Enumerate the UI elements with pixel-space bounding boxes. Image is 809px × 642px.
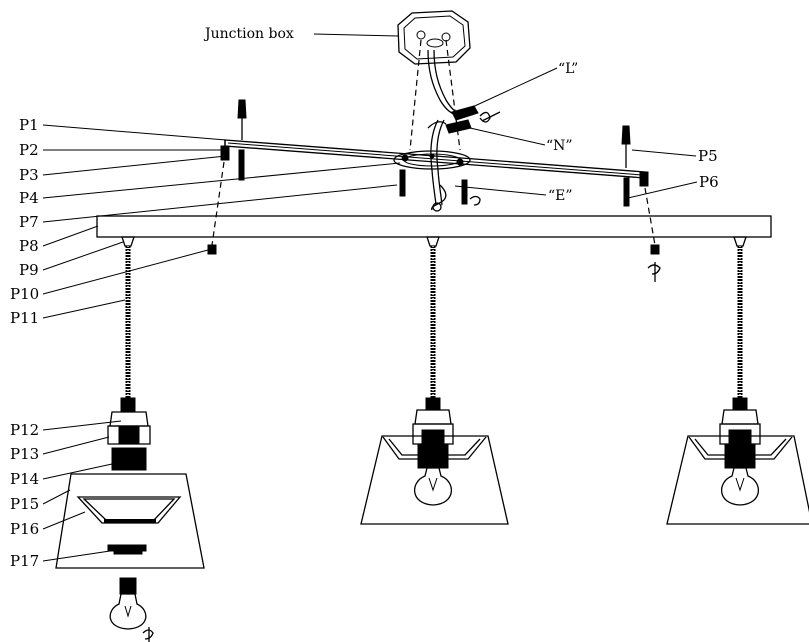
- part-label-p5: P5: [631, 147, 718, 165]
- part-label-p6: P6: [627, 173, 719, 199]
- screw-center-right: [461, 179, 481, 206]
- cap-nut-right: [647, 244, 661, 282]
- svg-text:P8: P8: [19, 237, 39, 255]
- supply-wires: [409, 39, 461, 206]
- part-label-p11: P11: [10, 299, 126, 327]
- cord-grip-right: [733, 236, 747, 247]
- svg-text:P7: P7: [19, 213, 39, 231]
- wall-plug-right: [621, 125, 631, 168]
- svg-text:P16: P16: [10, 520, 39, 538]
- svg-text:P13: P13: [10, 445, 39, 463]
- live-wire-label: “L”: [558, 61, 578, 77]
- part-label-p16: P16: [10, 511, 86, 538]
- part-label-p13: P13: [10, 436, 110, 463]
- svg-text:P15: P15: [10, 495, 39, 513]
- shade-exploded: [55, 473, 205, 569]
- junction-box-leader: [313, 33, 399, 37]
- mounting-bar: [224, 139, 646, 179]
- cord-grip-middle: [426, 236, 440, 247]
- bulb-exploded: [109, 577, 154, 642]
- screw-left: [238, 149, 245, 181]
- live-wire-leader: [465, 67, 558, 111]
- part-label-p4: P4: [19, 162, 401, 207]
- earth-wire-label: “E”: [548, 188, 573, 204]
- svg-text:P1: P1: [19, 116, 39, 134]
- svg-text:P5: P5: [698, 147, 718, 165]
- part-label-p14: P14: [10, 463, 113, 488]
- fixture-right: [666, 397, 809, 525]
- part-label-p3: P3: [19, 155, 227, 184]
- lampholder-exploded: [107, 397, 151, 471]
- svg-text:P3: P3: [19, 166, 39, 184]
- fixture-middle: [360, 397, 509, 525]
- part-label-p17: P17: [10, 550, 111, 570]
- connector-l: [451, 105, 501, 123]
- svg-text:P10: P10: [10, 285, 39, 303]
- part-label-p15: P15: [10, 489, 71, 513]
- svg-text:P12: P12: [10, 421, 39, 439]
- earth-wire-leader: [454, 185, 547, 196]
- part-label-p9: P9: [19, 241, 124, 279]
- svg-text:P11: P11: [10, 309, 39, 327]
- canopy: [96, 215, 772, 238]
- svg-text:P4: P4: [19, 189, 39, 207]
- part-label-p10: P10: [10, 249, 209, 303]
- screw-right: [623, 177, 630, 207]
- svg-text:P6: P6: [699, 173, 719, 191]
- cord-grip-left: [121, 236, 135, 247]
- svg-text:P17: P17: [10, 552, 39, 570]
- part-label-p2: P2: [19, 141, 222, 159]
- part-label-p12: P12: [10, 420, 122, 439]
- part-label-p7: P7: [19, 184, 398, 231]
- earth-wire: [431, 184, 447, 212]
- part-label-p1: P1: [19, 116, 227, 141]
- neutral-wire-label: “N”: [546, 138, 573, 154]
- neutral-wire-leader: [469, 127, 546, 146]
- part-label-p8: P8: [19, 225, 99, 255]
- bar-end-screw-right: [639, 171, 649, 187]
- bar-end-screw-left: [220, 140, 230, 161]
- cap-nut-left: [207, 244, 217, 255]
- svg-text:P2: P2: [19, 141, 39, 159]
- wall-plug-left: [237, 99, 247, 140]
- svg-text:P14: P14: [10, 470, 39, 488]
- junction-box-label: Junction box: [203, 26, 294, 42]
- svg-text:P9: P9: [19, 261, 39, 279]
- screw-center-left: [399, 169, 406, 197]
